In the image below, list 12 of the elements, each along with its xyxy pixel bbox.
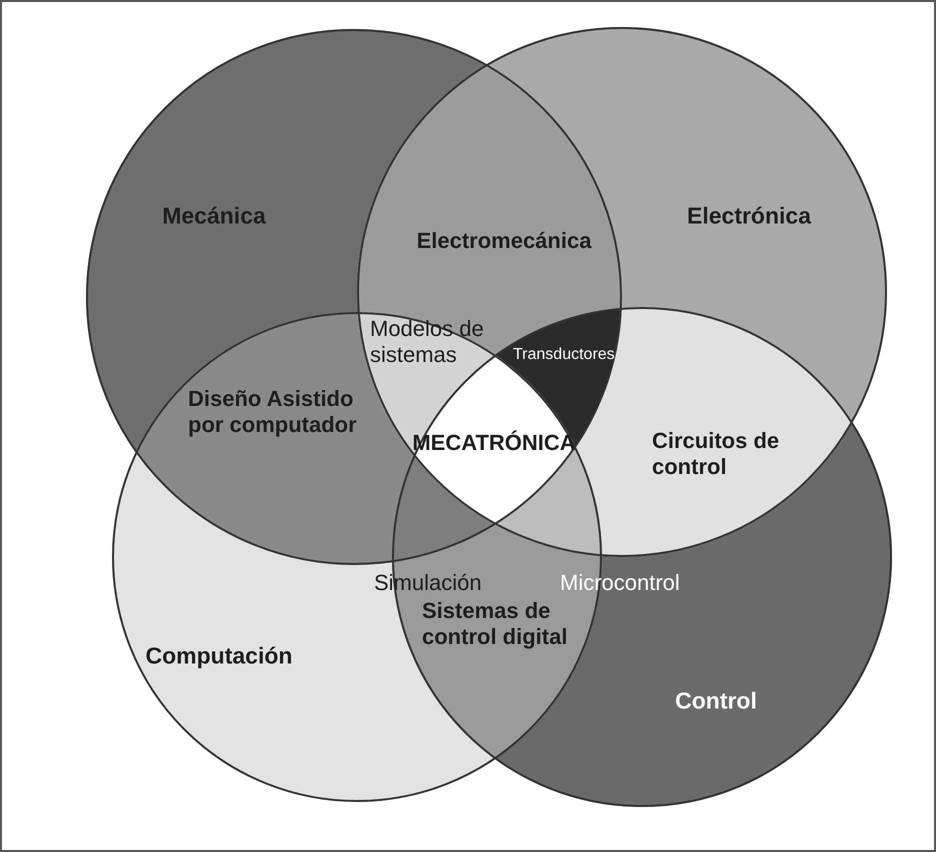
set-label: Mecánica bbox=[162, 202, 266, 230]
set-label: Electrónica bbox=[687, 202, 811, 230]
overlap-label: Electromecánica bbox=[416, 228, 593, 254]
overlap-label: Circuitos de control bbox=[652, 428, 780, 481]
set-circle bbox=[357, 27, 887, 557]
overlap-label: Sistemas de control digital bbox=[422, 598, 568, 651]
overlap-label: Transductores bbox=[513, 345, 616, 364]
set-label: Computación bbox=[146, 642, 292, 670]
overlap-label: Microcontrol bbox=[560, 570, 681, 596]
set-circle bbox=[86, 29, 622, 565]
set-label: Control bbox=[675, 688, 757, 714]
overlap-label: Diseño Asistido por computador bbox=[188, 386, 358, 439]
